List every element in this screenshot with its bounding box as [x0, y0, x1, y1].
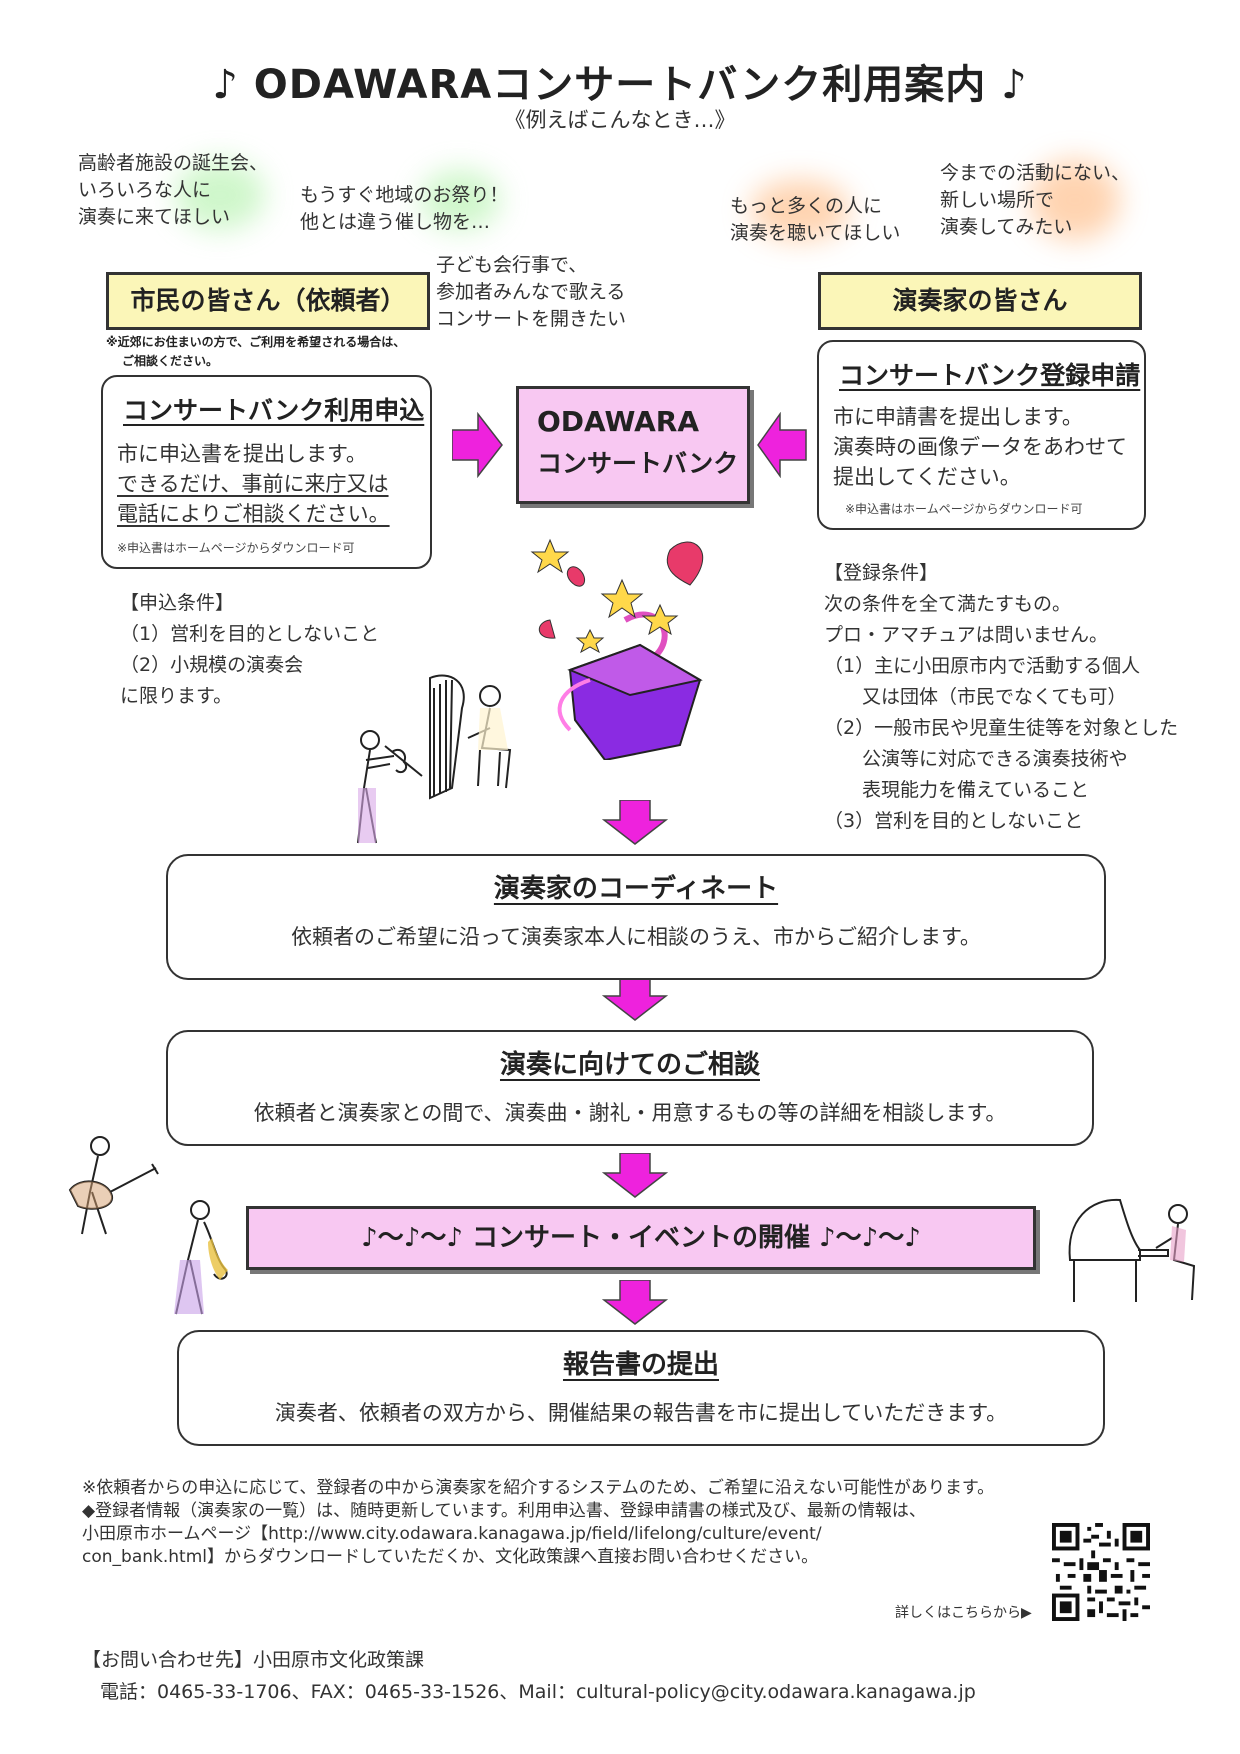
application-conditions: 【申込条件】 （1）営利を目的としないこと （2）小規模の演奏会 に限ります。	[120, 592, 380, 707]
saxophonist-illustration	[174, 1200, 228, 1315]
odawara-concert-bank-box: ODAWARA コンサートバンク	[516, 386, 750, 504]
report-step-body: 演奏者、依頼者の双方から、開催結果の報告書を市に提出していただきます。	[274, 1401, 1008, 1425]
application-box-text: 市に申込書を提出します。 できるだけ、事前に来庁又は 電話によりご相談ください。	[117, 442, 390, 526]
registration-box-title: コンサートバンク登録申請	[839, 361, 1141, 390]
registration-box-text: 市に申請書を提出します。演奏時の画像データをあわせて提出してください。	[833, 405, 1127, 489]
example-bubble-new-place: 今までの活動にない、新しい場所で演奏してみたい	[940, 162, 1131, 238]
consultation-step-body: 依頼者と演奏家との間で、演奏曲・謝礼・用意するもの等の詳細を相談します。	[253, 1101, 1007, 1125]
down-arrow-icon	[602, 976, 668, 1021]
center-box-line2: コンサートバンク	[537, 449, 739, 478]
coordinate-step: 演奏家のコーディネート 依頼者のご希望に沿って演奏家本人に相談のうえ、市からご紹…	[166, 854, 1106, 980]
registration-box: コンサートバンク登録申請 市に申請書を提出します。演奏時の画像データをあわせて提…	[817, 340, 1146, 530]
report-step-title: 報告書の提出	[562, 1350, 719, 1380]
down-arrow-icon	[602, 800, 668, 845]
performers-label: 演奏家の皆さん	[818, 272, 1142, 330]
application-box: コンサートバンク利用申込 市に申込書を提出します。 できるだけ、事前に来庁又は …	[101, 375, 432, 569]
down-arrow-icon	[602, 1153, 668, 1198]
contact-title: 【お問い合わせ先】小田原市文化政策課	[82, 1649, 425, 1671]
report-step: 報告書の提出 演奏者、依頼者の双方から、開催結果の報告書を市に提出していただきま…	[177, 1330, 1105, 1446]
example-bubble-festival: もうすぐ地域のお祭り！他とは違う催し物を…	[300, 184, 509, 233]
left-arrow-icon	[757, 412, 807, 478]
violinist-harpist-illustration	[357, 674, 512, 844]
application-box-title: コンサートバンク利用申込	[123, 396, 425, 425]
coordinate-step-body: 依頼者のご希望に沿って演奏家本人に相談のうえ、市からご紹介します。	[291, 925, 981, 949]
down-arrow-icon	[602, 1280, 668, 1325]
application-box-note: ※申込書はホームページからダウンロード可	[117, 541, 355, 555]
page-subtitle: 《例えばこんなとき…》	[504, 108, 736, 132]
example-bubble-elderly: 高齢者施設の誕生会、いろいろな人に演奏に来てほしい	[78, 152, 269, 228]
consultation-step-title: 演奏に向けてのご相談	[499, 1050, 760, 1080]
example-bubble-audience: もっと多くの人に演奏を聴いてほしい	[730, 195, 901, 244]
glow-decoration	[750, 180, 850, 240]
registration-conditions: 【登録条件】次の条件を全て満たすもの。プロ・アマチュアは問いません。 （1）主に…	[824, 562, 1179, 832]
consultation-step: 演奏に向けてのご相談 依頼者と演奏家との間で、演奏曲・謝礼・用意するもの等の詳細…	[166, 1030, 1094, 1146]
pianist-illustration	[1068, 1198, 1196, 1302]
concert-event-step: ♪～♪～♪ コンサート・イベントの開催 ♪～♪～♪	[246, 1206, 1036, 1270]
qr-code-icon[interactable]	[1052, 1523, 1150, 1621]
glow-decoration	[420, 170, 500, 230]
coordinate-step-title: 演奏家のコーディネート	[493, 874, 779, 904]
glow-decoration	[1030, 160, 1120, 240]
footer-notes: ※依頼者からの申込に応じて、登録者の中から演奏家を紹介するシステムのため、ご希望…	[82, 1478, 995, 1567]
center-box-line1: ODAWARA	[537, 405, 699, 438]
right-arrow-icon	[452, 412, 503, 478]
guitarist-illustration	[68, 1136, 159, 1235]
example-bubble-kids: 子ども会行事で、参加者みんなで歌えるコンサートを開きたい	[436, 254, 627, 330]
page-title: ♪ ODAWARAコンサートバンク利用案内 ♪	[212, 62, 1028, 108]
qr-code-caption: 詳しくはこちらから▶	[895, 1605, 1032, 1621]
citizens-label: 市民の皆さん（依頼者）	[106, 272, 430, 330]
registration-box-note: ※申込書はホームページからダウンロード可	[845, 502, 1083, 516]
contact-details: 電話：0465-33-1706、FAX：0465-33-1526、Mail：cu…	[100, 1681, 976, 1703]
magic-box-illustration	[530, 538, 704, 760]
nearby-residents-note: ※近郊にお住まいの方で、ご利用を希望される場合は、ご相談ください。	[106, 335, 406, 368]
glow-decoration	[175, 160, 265, 230]
